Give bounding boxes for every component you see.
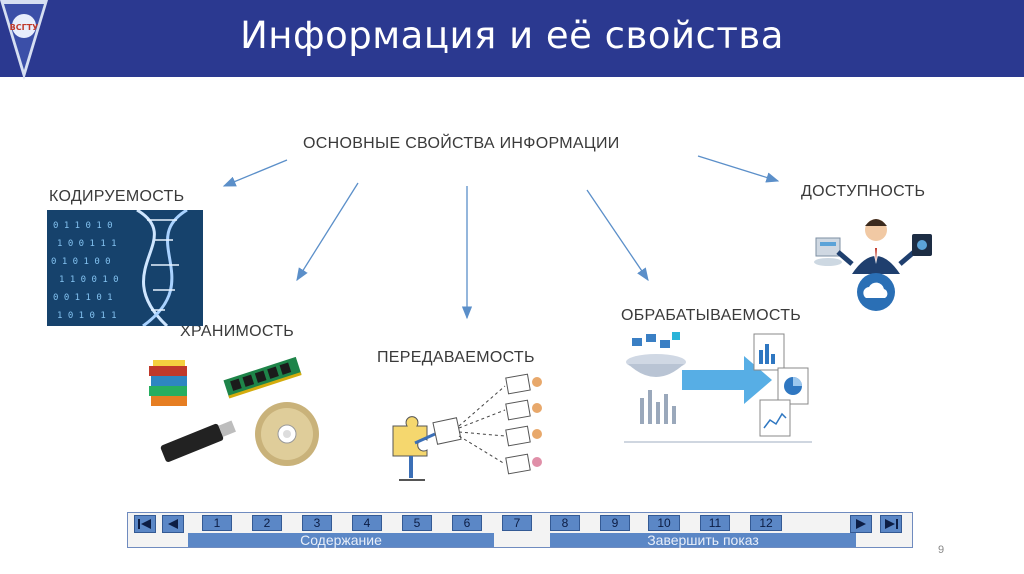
skip-forward-icon	[881, 516, 901, 532]
arrow-right-icon	[851, 516, 871, 532]
page-button-10[interactable]: 10	[648, 515, 680, 531]
slide-number: 9	[938, 544, 944, 556]
last-slide-button[interactable]	[880, 515, 902, 533]
skip-back-icon	[135, 516, 155, 532]
label-transmissibility: ПЕРЕДАВАЕМОСТЬ	[377, 349, 535, 367]
ram-module-icon	[223, 357, 301, 399]
page-button-6[interactable]: 6	[452, 515, 482, 531]
page-button-8[interactable]: 8	[550, 515, 580, 531]
tablet-right-icon	[912, 234, 932, 256]
svg-text:0 1 0 1 0 0: 0 1 0 1 0 0	[51, 257, 111, 267]
arrow-to-storability	[297, 183, 358, 280]
page-button-7[interactable]: 7	[502, 515, 532, 531]
arrow-left-icon	[163, 516, 183, 532]
svg-text:1 0 0 1 1 1: 1 0 0 1 1 1	[57, 239, 117, 249]
label-accessibility: ДОСТУПНОСТЬ	[801, 183, 925, 201]
arrow-to-processability	[587, 190, 648, 280]
contents-button[interactable]: Содержание	[188, 533, 494, 547]
data-processing-image	[622, 330, 822, 446]
center-label: ОСНОВНЫЕ СВОЙСТВА ИНФОРМАЦИИ	[303, 135, 620, 153]
label-encodability: КОДИРУЕМОСТЬ	[49, 188, 184, 206]
page-button-2[interactable]: 2	[252, 515, 282, 531]
usb-drive-icon	[160, 418, 237, 463]
page-button-5[interactable]: 5	[402, 515, 432, 531]
previous-slide-button[interactable]	[162, 515, 184, 533]
svg-text:1 1 0 0 1 0: 1 1 0 0 1 0	[59, 275, 119, 285]
screen-left-icon	[816, 238, 840, 256]
slide-navigation-bar: 1 2 3 4 5 6 7 8 9 10 11 12 Содержание За…	[127, 512, 913, 548]
first-slide-button[interactable]	[134, 515, 156, 533]
puzzle-figure-icon	[393, 417, 435, 480]
binary-code-image: 0 1 1 0 1 0 1 0 0 1 1 1 0 1 0 1 0 0 1 1 …	[47, 210, 203, 326]
businessman-cloud-image	[812, 212, 942, 312]
storage-media-image	[147, 352, 327, 470]
data-transmission-image	[385, 368, 560, 483]
person-icon	[838, 219, 914, 274]
end-show-button[interactable]: Завершить показ	[550, 533, 856, 547]
page-title: Информация и её свойства	[0, 14, 1024, 57]
arrow-to-encodability	[224, 160, 287, 186]
page-button-4[interactable]: 4	[352, 515, 382, 531]
label-processability: ОБРАБАТЫВАЕМОСТЬ	[621, 307, 801, 325]
page-button-1[interactable]: 1	[202, 515, 232, 531]
slide-header: ВСГТУ Информация и её свойства	[0, 0, 1024, 77]
page-button-9[interactable]: 9	[600, 515, 630, 531]
svg-text:0 0 1 1 0 1: 0 0 1 1 0 1	[53, 293, 113, 303]
page-button-12[interactable]: 12	[750, 515, 782, 531]
arrow-to-accessibility	[698, 156, 778, 181]
page-button-11[interactable]: 11	[700, 515, 730, 531]
svg-text:1 0 1 0 1 1: 1 0 1 0 1 1	[57, 311, 117, 321]
books-icon	[149, 360, 187, 406]
next-slide-button[interactable]	[850, 515, 872, 533]
funnel-icon	[626, 332, 686, 377]
cd-disc-icon	[255, 402, 319, 466]
page-button-3[interactable]: 3	[302, 515, 332, 531]
svg-text:0 1 1 0 1 0: 0 1 1 0 1 0	[53, 221, 113, 231]
